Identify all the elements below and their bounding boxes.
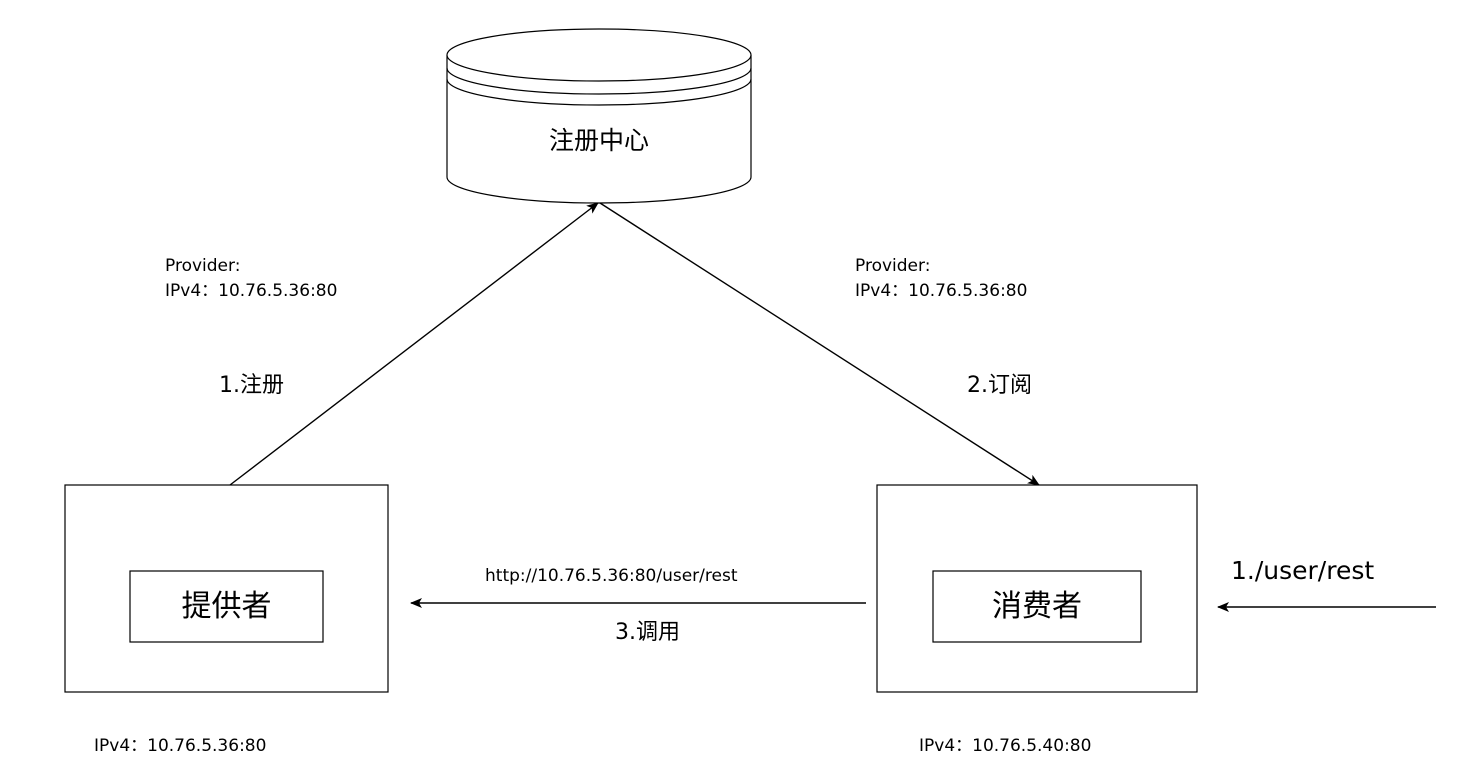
subscribe-provider-ip: IPv4：10.76.5.36:80 (855, 281, 1028, 301)
register-provider-ip: IPv4：10.76.5.36:80 (165, 281, 338, 301)
register-arrow (229, 202, 599, 486)
consumer-label: 消费者 (992, 589, 1082, 624)
invoke-url-label: http://10.76.5.36:80/user/rest (485, 566, 738, 586)
registry-label: 注册中心 (548, 126, 649, 155)
invoke-step-label: 3.调用 (615, 620, 680, 645)
register-provider-heading: Provider: (165, 256, 241, 276)
provider-label: 提供者 (181, 589, 272, 624)
registry-cylinder (446, 28, 752, 204)
request-step-label: 1./user/rest (1231, 556, 1375, 585)
consumer-label-box (932, 570, 1142, 643)
register-step-label: 1.注册 (219, 373, 284, 398)
provider-ip-label: IPv4：10.76.5.36:80 (94, 736, 267, 756)
consumer-ip-label: IPv4：10.76.5.40:80 (919, 736, 1092, 756)
provider-label-box (129, 570, 324, 643)
subscribe-step-label: 2.订阅 (967, 373, 1032, 398)
subscribe-provider-heading: Provider: (855, 256, 931, 276)
subscribe-arrow (599, 202, 1040, 486)
